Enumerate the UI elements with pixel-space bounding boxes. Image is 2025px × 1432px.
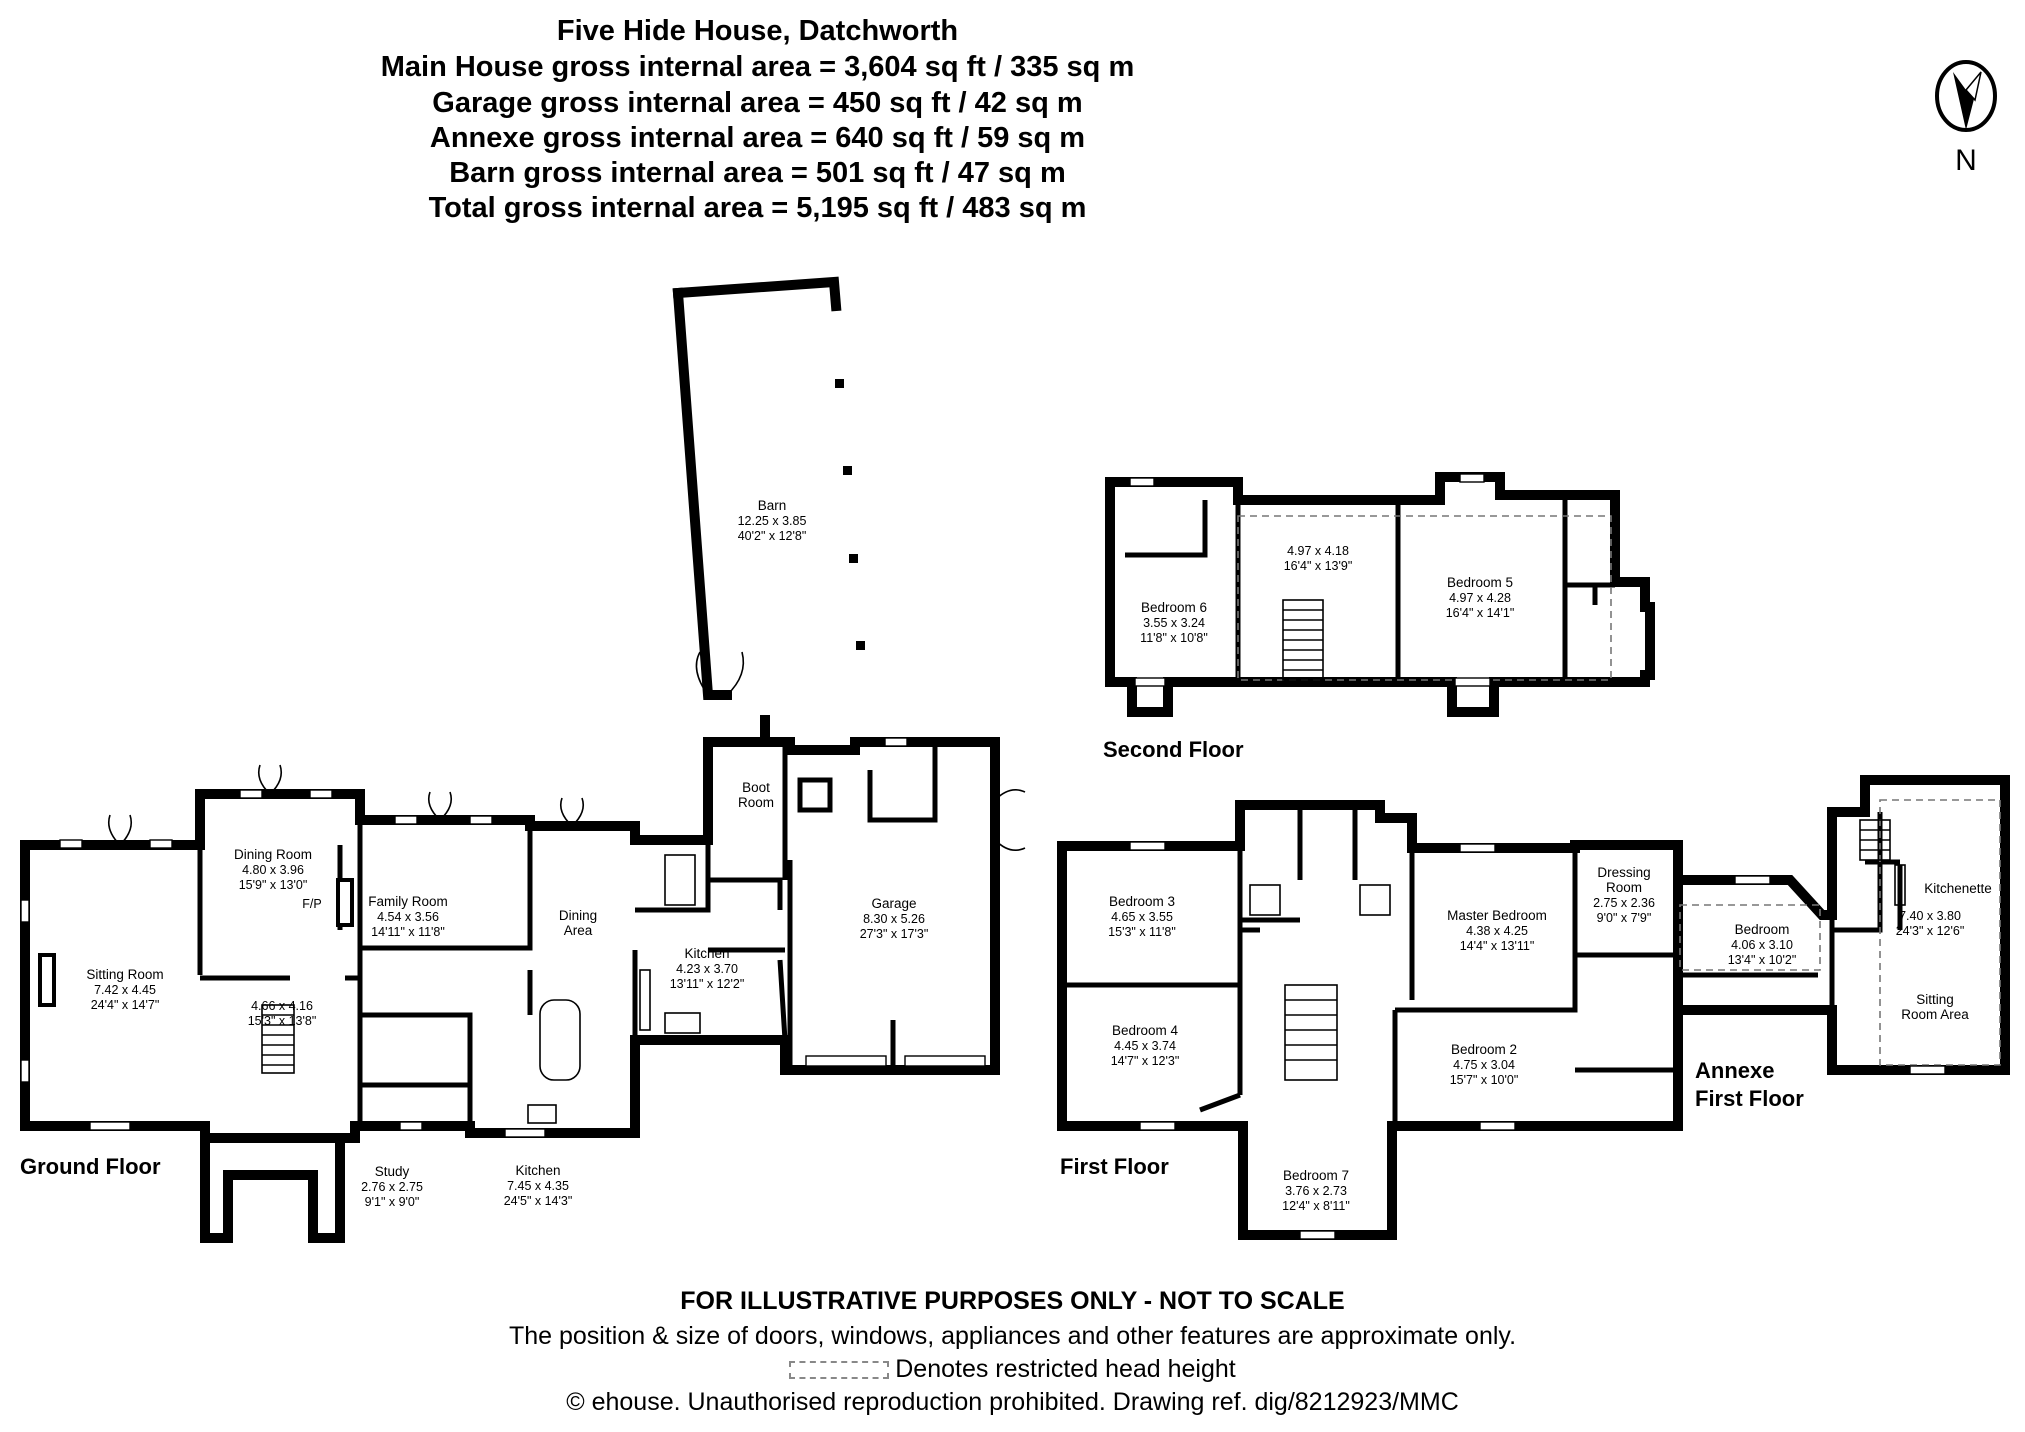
first-floor-label: First Floor xyxy=(1060,1154,1169,1179)
dressing-room-label-2: Room xyxy=(1606,880,1642,895)
plan-title: Five Hide House, Datchworth xyxy=(556,15,959,47)
barn-dims-imperial: 40'2" x 12'8" xyxy=(738,529,807,543)
bedroom4-dims-imperial: 14'7" x 12'3" xyxy=(1111,1054,1180,1068)
kitchenette-label: Kitchenette xyxy=(1924,881,1992,896)
sitting-area-label: Sitting xyxy=(1916,992,1954,1007)
disclaimer: FOR ILLUSTRATIVE PURPOSES ONLY - NOT TO … xyxy=(680,1287,1345,1315)
second-floor-label: Second Floor xyxy=(1103,737,1244,762)
study-label: Study xyxy=(375,1164,410,1179)
bedroom2-label: Bedroom 2 xyxy=(1451,1042,1517,1057)
dressing-room-dims-metric: 2.75 x 2.36 xyxy=(1593,896,1655,910)
annexe-first-floor: Bedroom 4.06 x 3.10 13'4" x 10'2" Kitche… xyxy=(1673,775,2010,1111)
dining-room-dims-metric: 4.80 x 3.96 xyxy=(242,863,304,877)
dressing-room-label: Dressing xyxy=(1597,865,1650,880)
barn: Barn 12.25 x 3.85 40'2" x 12'8" xyxy=(672,276,865,738)
restricted-height-swatch xyxy=(789,1361,890,1380)
bedroom3-dims-imperial: 15'3" x 11'8" xyxy=(1108,925,1176,939)
landing2-dims-imperial: 16'4" x 13'9" xyxy=(1284,559,1353,573)
family-room-label: Family Room xyxy=(368,894,448,909)
landing2-dims-metric: 4.97 x 4.18 xyxy=(1287,544,1349,558)
kitchen-small-label: Kitchen xyxy=(684,946,729,961)
sitting-room-dims-metric: 7.42 x 4.45 xyxy=(94,983,156,997)
bedroom6-dims-imperial: 11'8" x 10'8" xyxy=(1140,631,1208,645)
study-dims-metric: 2.76 x 2.75 xyxy=(361,1180,423,1194)
bedroom7-label: Bedroom 7 xyxy=(1283,1168,1349,1183)
north-compass: N xyxy=(1935,60,1997,180)
master-bedroom-dims-metric: 4.38 x 4.25 xyxy=(1466,924,1528,938)
fireplace-label: F/P xyxy=(302,897,321,911)
annexe-area: Annexe gross internal area = 640 sq ft /… xyxy=(429,122,1086,154)
kitchen-large-dims-imperial: 24'5" x 14'3" xyxy=(504,1194,573,1208)
study-dims-imperial: 9'1" x 9'0" xyxy=(365,1195,420,1209)
bedroom3-label: Bedroom 3 xyxy=(1109,894,1175,909)
annexe-label: Annexe xyxy=(1695,1058,1774,1083)
family-room-dims-metric: 4.54 x 3.56 xyxy=(377,910,439,924)
second-floor: Bedroom 6 3.55 x 3.24 11'8" x 10'8" 4.97… xyxy=(1103,472,1655,762)
garage-dims-metric: 8.30 x 5.26 xyxy=(863,912,925,926)
annexe-sitting-dims-metric: 7.40 x 3.80 xyxy=(1899,909,1961,923)
kitchen-small-dims-imperial: 13'11" x 12'2" xyxy=(670,977,745,991)
boot-room-label-2: Room xyxy=(738,795,774,810)
ground-floor: Dining Room 4.80 x 3.96 15'9" x 13'0" F/… xyxy=(20,737,1026,1243)
annexe-sitting-dims-imperial: 24'3" x 12'6" xyxy=(1896,924,1965,938)
barn-area: Barn gross internal area = 501 sq ft / 4… xyxy=(449,157,1066,189)
family-room-dims-imperial: 14'11" x 11'8" xyxy=(371,925,445,939)
hall-dims-metric: 4.66 x 4.16 xyxy=(251,999,313,1013)
sitting-room-dims-imperial: 24'4" x 14'7" xyxy=(91,998,160,1012)
annexe-bedroom-dims-metric: 4.06 x 3.10 xyxy=(1731,938,1793,952)
bedroom2-dims-metric: 4.75 x 3.04 xyxy=(1453,1058,1515,1072)
master-bedroom-label: Master Bedroom xyxy=(1447,908,1547,923)
bedroom4-label: Bedroom 4 xyxy=(1112,1023,1179,1038)
dining-area-label: Dining xyxy=(559,908,597,923)
annexe-bedroom-dims-imperial: 13'4" x 10'2" xyxy=(1728,953,1797,967)
bedroom5-dims-imperial: 16'4" x 14'1" xyxy=(1446,606,1515,620)
kitchen-large-dims-metric: 7.45 x 4.35 xyxy=(507,1179,569,1193)
dressing-room-dims-imperial: 9'0" x 7'9" xyxy=(1597,911,1652,925)
barn-dims-metric: 12.25 x 3.85 xyxy=(738,514,807,528)
bedroom6-dims-metric: 3.55 x 3.24 xyxy=(1143,616,1205,630)
annexe-first-floor-label: First Floor xyxy=(1695,1086,1804,1111)
annexe-bedroom-label: Bedroom xyxy=(1735,922,1790,937)
bedroom4-dims-metric: 4.45 x 3.74 xyxy=(1114,1039,1176,1053)
sitting-room-label: Sitting Room xyxy=(86,967,163,982)
barn-label: Barn xyxy=(758,498,787,513)
garage-label: Garage xyxy=(871,896,916,911)
bedroom2-dims-imperial: 15'7" x 10'0" xyxy=(1450,1073,1519,1087)
kitchen-small-dims-metric: 4.23 x 3.70 xyxy=(676,962,738,976)
ground-floor-label: Ground Floor xyxy=(20,1154,161,1179)
hall-dims-imperial: 15'3" x 13'8" xyxy=(248,1014,317,1028)
bedroom5-dims-metric: 4.97 x 4.28 xyxy=(1449,591,1511,605)
bedroom3-dims-metric: 4.65 x 3.55 xyxy=(1111,910,1173,924)
approximation-note: The position & size of doors, windows, a… xyxy=(508,1322,1517,1350)
restricted-height-legend: Denotes restricted head height xyxy=(0,1353,2025,1385)
restricted-height-text: Denotes restricted head height xyxy=(895,1355,1236,1383)
total-area: Total gross internal area = 5,195 sq ft … xyxy=(428,192,1087,224)
garage-area: Garage gross internal area = 450 sq ft /… xyxy=(432,87,1083,119)
compass-arrow-icon xyxy=(1935,60,1997,132)
dining-room-label: Dining Room xyxy=(234,847,312,862)
sitting-area-label-2: Room Area xyxy=(1901,1007,1969,1022)
dining-area-label-2: Area xyxy=(564,923,593,938)
main-house-area: Main House gross internal area = 3,604 s… xyxy=(380,51,1135,83)
first-floor: Bedroom 3 4.65 x 3.55 15'3" x 11'8" Bedr… xyxy=(1057,800,1683,1240)
bedroom7-dims-imperial: 12'4" x 8'11" xyxy=(1282,1199,1350,1213)
garage-dims-imperial: 27'3" x 17'3" xyxy=(860,927,929,941)
bedroom6-label: Bedroom 6 xyxy=(1141,600,1207,615)
boot-room-label: Boot xyxy=(742,780,770,795)
bedroom7-dims-metric: 3.76 x 2.73 xyxy=(1285,1184,1347,1198)
master-bedroom-dims-imperial: 14'4" x 13'11" xyxy=(1460,939,1535,953)
kitchen-large-label: Kitchen xyxy=(515,1163,560,1178)
dining-room-dims-imperial: 15'9" x 13'0" xyxy=(239,878,308,892)
bedroom5-label: Bedroom 5 xyxy=(1447,575,1513,590)
compass-label: N xyxy=(1955,144,1977,177)
copyright: © ehouse. Unauthorised reproduction proh… xyxy=(566,1388,1459,1416)
